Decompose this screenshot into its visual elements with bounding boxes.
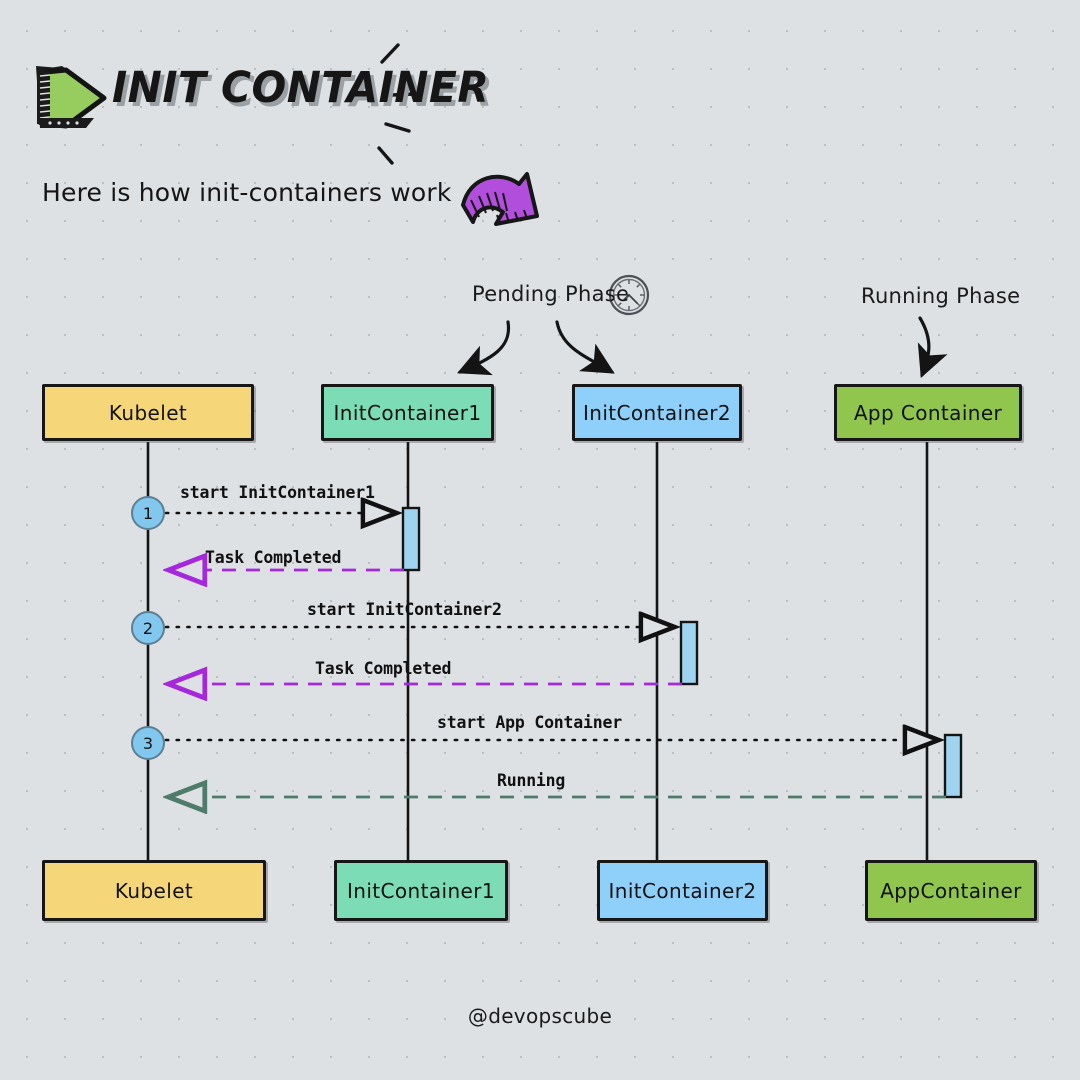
participant-box-top-appcontainer[interactable]: App Container bbox=[834, 384, 1022, 441]
activation-bar-appcontainer bbox=[943, 733, 963, 799]
participant-label: Kubelet bbox=[108, 400, 188, 425]
sparkle-lines-icon bbox=[377, 43, 416, 165]
clock-icon-shape bbox=[608, 274, 650, 316]
purple-curved-arrow-icon bbox=[461, 172, 539, 226]
sequence-badge-1: 1 bbox=[131, 496, 165, 530]
activation-bar-initcontainer2 bbox=[679, 620, 699, 686]
participant-box-bottom-initcontainer2[interactable]: InitContainer2 bbox=[597, 860, 768, 921]
participant-box-top-kubelet[interactable]: Kubelet bbox=[42, 384, 254, 441]
pending-phase-arrow-right bbox=[555, 320, 615, 374]
logo-chevron-icon bbox=[36, 66, 107, 129]
lifelines bbox=[146, 442, 929, 860]
participant-label: InitContainer2 bbox=[582, 400, 732, 425]
activation-bar-initcontainer1 bbox=[401, 506, 421, 572]
participant-label: InitContainer2 bbox=[608, 878, 757, 903]
sequence-badge-3: 3 bbox=[131, 726, 165, 760]
running-phase-arrow bbox=[917, 316, 948, 378]
pending-phase-label: Pending Phase bbox=[472, 282, 630, 306]
participant-label: InitContainer1 bbox=[346, 878, 496, 903]
sequence-number: 2 bbox=[142, 618, 154, 638]
participant-label: App Container bbox=[853, 400, 1003, 425]
participant-label: AppContainer bbox=[880, 878, 1022, 903]
subtitle: Here is how init-containers work bbox=[42, 178, 452, 207]
participant-box-bottom-initcontainer1[interactable]: InitContainer1 bbox=[334, 860, 508, 921]
participant-box-bottom-appcontainer[interactable]: AppContainer bbox=[865, 860, 1037, 921]
participant-label: InitContainer1 bbox=[333, 400, 482, 425]
footer-handle: @devopscube bbox=[467, 1004, 613, 1028]
sequence-number: 3 bbox=[142, 733, 154, 753]
message-label-3: start App Container bbox=[437, 713, 622, 732]
sequence-number: 1 bbox=[142, 503, 154, 523]
sequence-badge-2: 2 bbox=[131, 611, 165, 645]
participant-label: Kubelet bbox=[114, 878, 194, 903]
participant-box-top-initcontainer2[interactable]: InitContainer2 bbox=[572, 384, 742, 441]
message-label-2: start InitContainer2 bbox=[307, 600, 502, 619]
message-label-3-return: Running bbox=[497, 771, 566, 790]
participant-box-bottom-kubelet[interactable]: Kubelet bbox=[42, 860, 266, 921]
message-label-1-return: Task Completed bbox=[205, 548, 342, 567]
participant-box-top-initcontainer1[interactable]: InitContainer1 bbox=[321, 384, 494, 441]
running-phase-label: Running Phase bbox=[861, 284, 1021, 308]
pending-phase-arrow-left bbox=[457, 320, 511, 376]
page-title: INIT CONTAINER bbox=[112, 63, 490, 113]
message-label-1: start InitContainer1 bbox=[180, 483, 375, 502]
message-label-2-return: Task Completed bbox=[315, 659, 452, 678]
